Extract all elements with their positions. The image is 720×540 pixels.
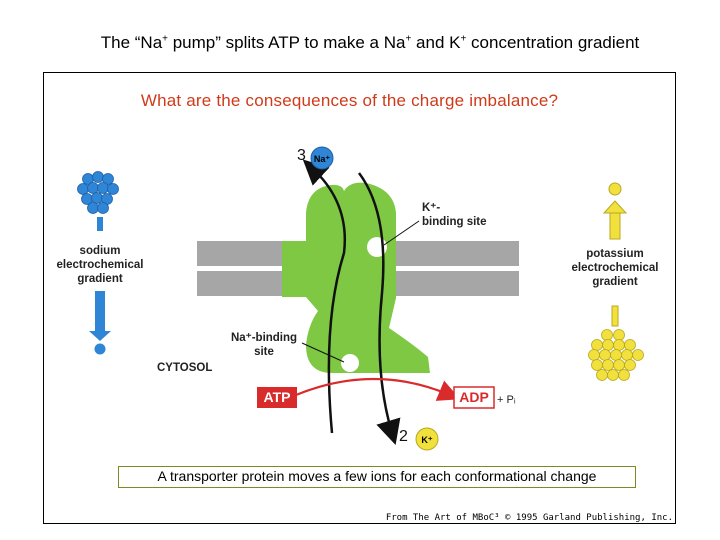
na-binding-line-1: Na⁺-binding — [230, 332, 298, 344]
slide-title: The “Na+ pump” splits ATP to make a Na+ … — [0, 33, 720, 53]
transporter-protein — [282, 182, 430, 373]
potassium-gradient-line-1: potassium — [586, 248, 644, 260]
potassium-gradient-line-3: gradient — [592, 276, 638, 288]
sodium-gradient-arrow-top — [97, 217, 103, 231]
k-binding-site-label: K⁺- binding site — [422, 201, 487, 229]
sodium-pump-diagram — [77, 146, 644, 451]
sodium-gradient-line-3: gradient — [77, 273, 123, 285]
k-binding-line-1: K⁺- — [422, 202, 441, 214]
pi-label: + Pᵢ — [497, 394, 516, 406]
membrane-right — [394, 241, 519, 296]
atp-to-adp-arrow — [295, 377, 461, 401]
adp-label: ADP — [459, 389, 489, 405]
na-ion-label: Na⁺ — [313, 154, 331, 164]
title-sup-2: + — [405, 33, 412, 45]
sodium-gradient-label: sodium electrochemical gradient — [54, 244, 146, 286]
potassium-gradient-line-2: electrochemical — [571, 262, 659, 274]
na-transport-arrow — [302, 159, 347, 434]
na-binding-site-notch — [341, 354, 359, 372]
k-ion-icon — [415, 427, 439, 451]
cytosol-label: CYTOSOL — [157, 362, 213, 374]
potassium-gradient-label: potassium electrochemical gradient — [566, 247, 664, 289]
potassium-ion-single — [608, 182, 622, 196]
na-site-leader — [301, 342, 345, 363]
atp-box — [257, 387, 297, 408]
k-binding-line-2: binding site — [422, 216, 487, 228]
sodium-ion-cluster — [77, 171, 119, 214]
title-text-1: The “Na — [100, 33, 163, 52]
caption-text: A transporter protein moves a few ions f… — [157, 468, 597, 484]
credit-text: From The Art of MBoC³ © 1995 Garland Pub… — [385, 513, 673, 523]
k-transport-arrow — [357, 172, 401, 445]
figure-frame: What are the consequences of the charge … — [43, 72, 676, 524]
adp-box — [453, 386, 495, 409]
atp-label: ATP — [263, 389, 291, 405]
potassium-gradient-arrowhead — [602, 200, 628, 214]
sodium-gradient-arrowhead — [89, 331, 111, 341]
na-binding-line-2: site — [254, 346, 274, 358]
sodium-gradient-line-1: sodium — [79, 245, 121, 257]
na-binding-site-label: Na⁺-binding site — [222, 331, 306, 359]
title-text-4: concentration gradient — [466, 33, 640, 52]
potassium-gradient-arrow-bottom — [611, 305, 619, 327]
k-count: 2 — [399, 428, 408, 445]
na-ion-icon — [310, 146, 334, 170]
sodium-gradient-arrow-shaft — [95, 291, 105, 331]
caption-box: A transporter protein moves a few ions f… — [118, 466, 636, 488]
title-sup-3: + — [460, 33, 467, 45]
membrane-left — [197, 241, 289, 296]
sodium-ion-single — [94, 343, 106, 355]
potassium-ion-cluster — [588, 329, 644, 381]
sodium-gradient-line-2: electrochemical — [56, 259, 144, 271]
potassium-gradient-arrow-shaft — [609, 212, 621, 240]
k-site-leader — [383, 220, 420, 246]
title-text-3: and K — [411, 33, 461, 52]
title-text-2: pump” splits ATP to make a Na — [168, 33, 406, 52]
question-text: What are the consequences of the charge … — [44, 91, 675, 111]
title-sup-1: + — [162, 33, 168, 45]
question-label: What are the consequences of the charge … — [140, 91, 559, 110]
k-ion-label: K⁺ — [421, 435, 433, 445]
na-count: 3 — [297, 147, 306, 164]
